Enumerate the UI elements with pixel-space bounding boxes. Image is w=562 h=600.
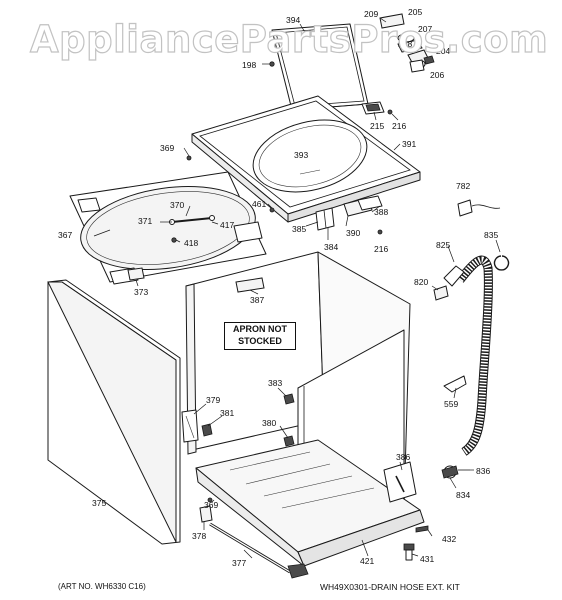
callout-209: 209 <box>364 9 379 19</box>
rear-frame-part <box>69 171 267 285</box>
cord-782 <box>457 199 501 217</box>
callout-391: 391 <box>402 139 417 149</box>
hook-559 <box>443 375 467 393</box>
note-line-2: STOCKED <box>238 336 282 346</box>
callout-205: 205 <box>408 7 423 17</box>
callout-204: 204 <box>436 46 451 56</box>
bracket-386 <box>383 461 417 503</box>
screw-369 <box>186 155 192 161</box>
callout-367: 367 <box>58 230 73 240</box>
callout-388: 388 <box>374 207 389 217</box>
callout-782: 782 <box>456 181 471 191</box>
callout-383: 383 <box>268 378 283 388</box>
clamp-835 <box>493 255 510 271</box>
callout-216b: 216 <box>374 244 389 254</box>
leader-lines <box>93 17 501 559</box>
callout-207: 207 <box>418 24 433 34</box>
pin-432 <box>415 525 429 533</box>
callout-384: 384 <box>324 242 339 252</box>
callout-216a: 216 <box>392 121 407 131</box>
clip-383 <box>283 393 295 405</box>
clip-820 <box>433 285 449 301</box>
callout-417: 417 <box>220 220 235 230</box>
callout-198: 198 <box>242 60 257 70</box>
apron-not-stocked-note: APRON NOT STOCKED <box>224 322 296 350</box>
callout-373: 373 <box>134 287 149 297</box>
callout-820: 820 <box>414 277 429 287</box>
strip-379 <box>181 409 199 443</box>
drain-hose-part <box>443 255 493 456</box>
callout-394: 394 <box>286 15 301 25</box>
callout-380: 380 <box>262 418 277 428</box>
callout-208: 208 <box>398 39 413 49</box>
callout-559: 559 <box>444 399 459 409</box>
callout-418: 418 <box>184 238 199 248</box>
callout-379: 379 <box>206 395 221 405</box>
hinge-parts <box>379 13 435 73</box>
clip-380 <box>283 435 295 447</box>
callout-386: 386 <box>396 452 411 462</box>
control-bracket-parts <box>315 195 383 235</box>
callout-371: 371 <box>138 216 153 226</box>
drain-hose-kit-label: WH49X0301-DRAIN HOSE EXT. KIT <box>320 582 460 592</box>
callout-370: 370 <box>170 200 185 210</box>
callout-461: 461 <box>252 199 267 209</box>
callout-378: 378 <box>192 531 207 541</box>
callout-206: 206 <box>430 70 445 80</box>
lid-switch-part <box>361 101 393 115</box>
callout-390: 390 <box>346 228 361 238</box>
callout-836: 836 <box>476 466 491 476</box>
watermark-text: AppliancePartsPros.com <box>29 17 549 61</box>
callout-385: 385 <box>292 224 307 234</box>
top-cover-part <box>191 95 421 223</box>
screw-461 <box>269 207 275 213</box>
clip-381 <box>201 423 213 437</box>
callout-825: 825 <box>436 240 451 250</box>
rod-377 <box>209 522 309 579</box>
front-apron-part <box>47 279 181 545</box>
handle-387 <box>235 277 265 293</box>
callout-375: 375 <box>92 498 107 508</box>
art-number-label: (ART NO. WH6330 C16) <box>58 582 146 591</box>
callout-393: 393 <box>294 150 309 160</box>
callout-215: 215 <box>370 121 385 131</box>
callout-369a: 369 <box>160 143 175 153</box>
callout-431: 431 <box>420 554 435 564</box>
screw-198 <box>269 61 275 67</box>
callout-377: 377 <box>232 558 247 568</box>
callout-421: 421 <box>360 556 375 566</box>
callout-369b: 369 <box>204 500 219 510</box>
hose-clamp-370 <box>169 215 215 225</box>
callout-834: 834 <box>456 490 471 500</box>
foot-378 <box>199 505 213 523</box>
callout-387: 387 <box>250 295 265 305</box>
hose-clamp-834 <box>441 465 470 479</box>
leveling-leg-431 <box>403 543 415 561</box>
screw-369b <box>207 497 213 503</box>
note-line-1: APRON NOT <box>233 324 287 334</box>
bracket-373 <box>127 267 145 281</box>
callout-381: 381 <box>220 408 235 418</box>
callout-432: 432 <box>442 534 457 544</box>
callout-835: 835 <box>484 230 499 240</box>
screw-418 <box>171 237 177 243</box>
